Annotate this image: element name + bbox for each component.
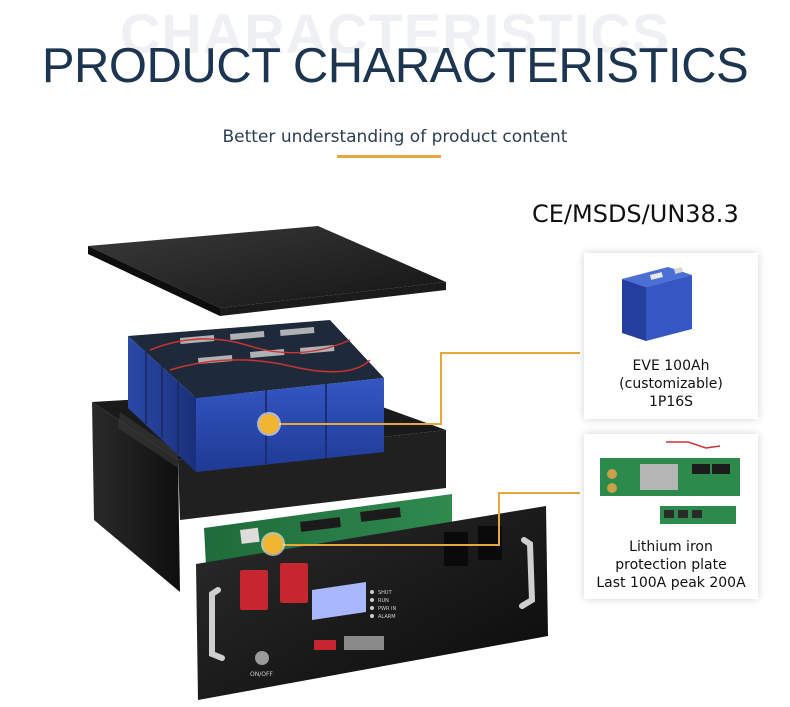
bms-board-image bbox=[600, 441, 740, 524]
leader-line-cell-top bbox=[440, 352, 580, 354]
bms-spec-line-2: protection plate bbox=[615, 557, 727, 573]
power-switch-label: ON/OFF bbox=[250, 671, 273, 678]
watermark-heading: CHARACTERISTICS bbox=[119, 2, 671, 65]
leader-line-cell-horizontal bbox=[276, 423, 441, 425]
status-label-alarm: ALARM bbox=[378, 614, 396, 620]
cell-spec-line-2: (customizable) bbox=[619, 376, 723, 392]
certification-label: CE/MSDS/UN38.3 bbox=[532, 200, 739, 228]
lid bbox=[88, 226, 446, 316]
bms-spec-line-3: Last 100A peak 200A bbox=[596, 575, 746, 591]
hotspot-bms[interactable] bbox=[263, 534, 283, 554]
leader-line-cell-vertical bbox=[440, 352, 442, 425]
battery-cell-image bbox=[622, 267, 692, 341]
cell-stack bbox=[128, 320, 384, 472]
cell-spec-line-3: 1P16S bbox=[648, 394, 694, 410]
leader-line-bms-top bbox=[498, 492, 580, 494]
bms-spec-card: Lithium iron protection plate Last 100A … bbox=[584, 434, 758, 599]
leader-line-bms-horizontal bbox=[276, 544, 500, 546]
bms-spec-line-1: Lithium iron bbox=[629, 539, 713, 555]
page-subtitle: Better understanding of product content bbox=[222, 127, 568, 147]
status-label-shut: SHUT bbox=[378, 590, 393, 596]
page-title: PRODUCT CHARACTERISTICS bbox=[41, 39, 749, 93]
status-label-run: RUN bbox=[378, 598, 389, 604]
status-label-pwr-in: PWR IN bbox=[378, 606, 396, 612]
leader-line-bms-vertical bbox=[498, 492, 500, 546]
front-panel bbox=[196, 506, 548, 700]
hotspot-cell[interactable] bbox=[259, 414, 279, 434]
subtitle-underline bbox=[337, 155, 441, 158]
cell-spec-line-1: EVE 100Ah bbox=[632, 358, 710, 374]
cell-spec-card: EVE 100Ah (customizable) 1P16S bbox=[584, 253, 758, 419]
